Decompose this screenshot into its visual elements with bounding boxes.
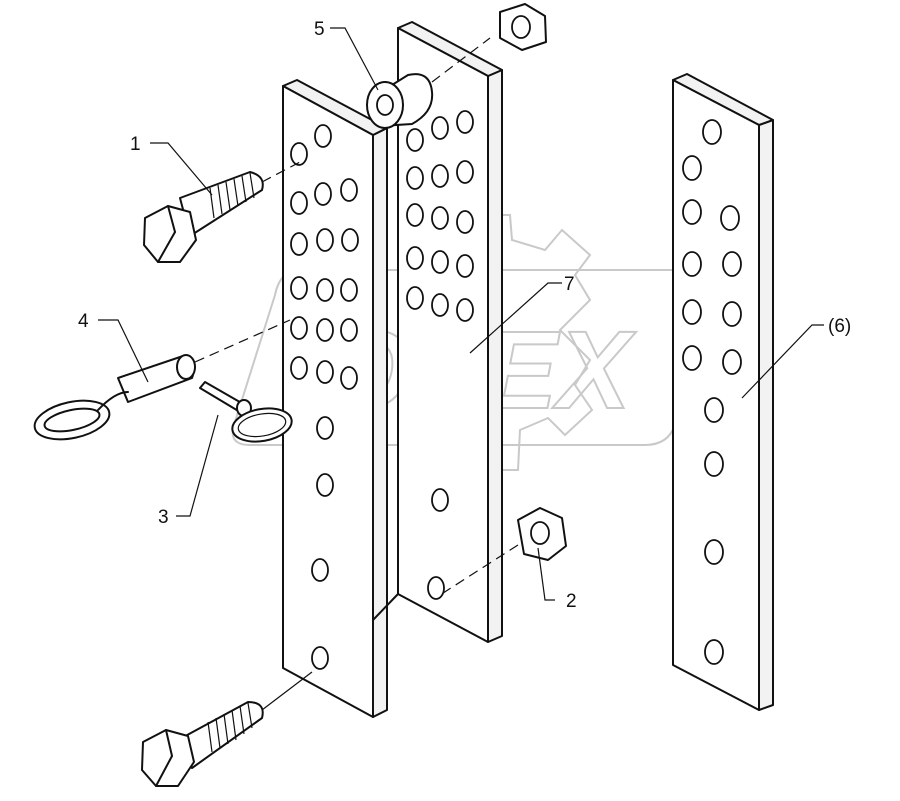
plate-right [672, 73, 774, 711]
callout-labels: 1 2 3 4 5 (6) 7 [78, 19, 851, 612]
plate-middle-holes [406, 88, 474, 600]
bolt-lower [141, 671, 313, 787]
hex-nut-lower [439, 507, 567, 596]
plate-right-holes [682, 119, 742, 665]
plate-left-holes [290, 124, 359, 670]
callout-3: 3 [158, 507, 169, 528]
bolt-upper [143, 161, 301, 263]
leader-lines [98, 27, 824, 601]
callout-5: 5 [314, 19, 325, 40]
ring-pin [33, 319, 291, 441]
hex-nut-top [499, 3, 547, 51]
callout-4: 4 [78, 311, 89, 332]
plate-left [282, 79, 388, 718]
spacer-sleeve [366, 37, 491, 129]
callout-6: (6) [828, 316, 851, 337]
plate-middle [372, 21, 503, 643]
safety-pin [199, 381, 293, 443]
callout-1: 1 [130, 134, 141, 155]
callout-2: 2 [566, 591, 577, 612]
callout-7: 7 [564, 274, 575, 295]
